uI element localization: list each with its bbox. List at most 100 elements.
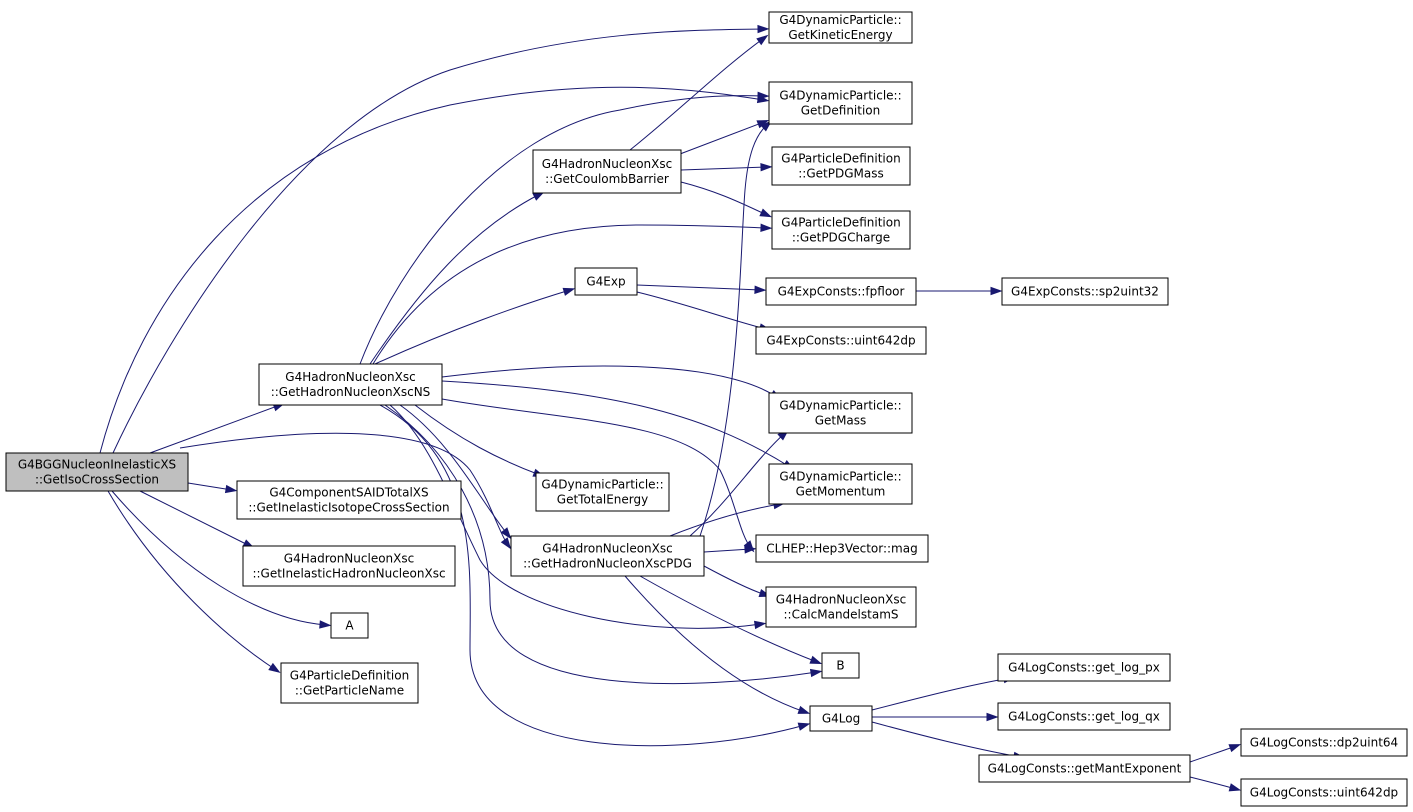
node-label: ::GetParticleName: [295, 684, 404, 698]
node-box: [535, 472, 670, 512]
node-B[interactable]: B: [821, 652, 860, 679]
node-box: [5, 452, 189, 492]
edge-root-to-ns: [149, 403, 286, 454]
arrowhead: [986, 712, 999, 722]
arrowhead: [754, 285, 767, 294]
node-box: [242, 545, 456, 587]
node-label: ::GetHadronNucleonXscNS: [271, 385, 431, 399]
node-label: GetMass: [815, 414, 867, 428]
edge-ns-to-log: [379, 404, 811, 747]
node-box: [768, 81, 913, 125]
node-log[interactable]: G4Log: [809, 705, 873, 732]
arrowhead: [797, 705, 811, 714]
arrowhead: [744, 545, 757, 554]
node-mass[interactable]: G4DynamicParticle::GetMass: [768, 392, 913, 434]
edge-exp-to-u64e: [636, 291, 772, 332]
edge-ns-to-B: [384, 404, 823, 685]
edge-ns-to-mass: [441, 365, 782, 400]
node-box: [771, 210, 911, 250]
node-label: G4ExpConsts::sp2uint32: [1011, 285, 1159, 299]
node-u64l[interactable]: G4LogConsts::uint642dp: [1240, 778, 1408, 807]
node-te[interactable]: G4DynamicParticle::GetTotalEnergy: [535, 472, 670, 512]
node-box: [330, 612, 369, 639]
edge-pdg-to-log: [624, 575, 811, 714]
edge-root-to-A: [111, 490, 332, 629]
node-label: ::GetHadronNucleonXscPDG: [523, 557, 692, 571]
node-logpx[interactable]: G4LogConsts::get_log_px: [997, 653, 1171, 682]
node-dp2[interactable]: G4LogConsts::dp2uint64: [1240, 728, 1408, 757]
arrowhead: [224, 484, 238, 494]
node-pname[interactable]: G4ParticleDefinition::GetParticleName: [280, 662, 419, 704]
node-mand[interactable]: G4HadronNucleonXsc::CalcMandelstamS: [765, 586, 917, 628]
edge-mant-to-u64l: [1189, 776, 1242, 792]
node-label: ::GetPDGMass: [798, 167, 883, 181]
node-box: [574, 267, 638, 296]
node-box: [978, 754, 1191, 783]
node-label: G4HadronNucleonXsc: [542, 157, 672, 171]
node-logqx[interactable]: G4LogConsts::get_log_qx: [997, 702, 1171, 731]
node-mag[interactable]: CLHEP::Hep3Vector::mag: [755, 534, 929, 563]
node-exp[interactable]: G4Exp: [574, 267, 638, 296]
node-box: [1240, 778, 1408, 807]
edge-ns-to-pdg: [399, 404, 512, 540]
edge-log-to-logqx: [872, 712, 999, 722]
node-fpfloor[interactable]: G4ExpConsts::fpfloor: [765, 277, 917, 306]
node-box: [771, 146, 911, 186]
node-label: ::GetIsoCrossSection: [35, 473, 159, 487]
node-box: [765, 277, 917, 306]
node-label: ::GetPDGCharge: [792, 231, 890, 245]
node-label: ::GetInelasticIsotopeCrossSection: [248, 501, 449, 515]
node-coul[interactable]: G4HadronNucleonXsc::GetCoulombBarrier: [532, 149, 682, 194]
arrowhead: [809, 655, 823, 664]
node-pdgmass[interactable]: G4ParticleDefinition::GetPDGMass: [771, 146, 911, 186]
node-u64e[interactable]: G4ExpConsts::uint642dp: [755, 326, 927, 355]
node-ke[interactable]: G4DynamicParticle::GetKineticEnergy: [768, 11, 913, 44]
node-A[interactable]: A: [330, 612, 369, 639]
arrowhead: [268, 662, 281, 674]
node-label: G4DynamicParticle::: [779, 89, 901, 103]
node-label: G4DynamicParticle::: [779, 399, 901, 413]
node-said[interactable]: G4ComponentSAIDTotalXS::GetInelasticIsot…: [236, 480, 462, 520]
node-box: [1240, 728, 1408, 757]
arrowhead: [760, 223, 773, 232]
node-layer: G4BGGNucleonInelasticXS::GetIsoCrossSect…: [5, 11, 1408, 807]
edge-mant-to-dp2: [1189, 744, 1242, 763]
arrowhead: [1228, 783, 1242, 792]
node-box: [768, 11, 913, 44]
arrowhead: [809, 668, 823, 678]
node-label: ::CalcMandelstamS: [783, 608, 898, 622]
arrowhead: [753, 620, 767, 630]
arrowhead: [500, 537, 512, 550]
node-label: G4ComponentSAIDTotalXS: [269, 486, 428, 500]
node-box: [997, 702, 1171, 731]
node-box: [768, 392, 913, 434]
edge-fpfloor-to-sp2: [916, 286, 1003, 296]
edge-ns-to-pdgcharge: [372, 223, 773, 365]
node-inel[interactable]: G4HadronNucleonXsc::GetInelasticHadronNu…: [242, 545, 456, 587]
node-mant[interactable]: G4LogConsts::getMantExponent: [978, 754, 1191, 783]
node-root[interactable]: G4BGGNucleonInelasticXS::GetIsoCrossSect…: [5, 452, 189, 492]
edge-root-to-ke: [112, 24, 770, 454]
edge-coul-to-pdgmass: [680, 163, 773, 172]
node-mom[interactable]: G4DynamicParticle::GetMomentum: [768, 463, 913, 505]
node-label: G4HadronNucleonXsc: [284, 552, 414, 566]
edge-ns-to-exp: [374, 287, 576, 365]
node-pdg[interactable]: G4HadronNucleonXsc::GetHadronNucleonXscP…: [510, 535, 705, 577]
edge-pdg-to-mom: [669, 500, 786, 537]
node-label: B: [836, 659, 844, 673]
node-label: ::GetInelasticHadronNucleonXsc: [252, 567, 445, 581]
node-ns[interactable]: G4HadronNucleonXsc::GetHadronNucleonXscN…: [258, 363, 443, 406]
arrowhead: [797, 722, 811, 731]
node-label: G4ParticleDefinition: [781, 152, 900, 166]
node-label: G4DynamicParticle::: [779, 13, 901, 27]
node-pdgcharge[interactable]: G4ParticleDefinition::GetPDGCharge: [771, 210, 911, 250]
node-box: [821, 652, 860, 679]
node-label: G4LogConsts::get_log_px: [1008, 661, 1160, 675]
node-def[interactable]: G4DynamicParticle::GetDefinition: [768, 81, 913, 125]
node-sp2[interactable]: G4ExpConsts::sp2uint32: [1001, 277, 1169, 306]
edge-pdg-to-mand: [703, 565, 772, 598]
edge-coul-to-def: [679, 120, 770, 155]
arrowhead: [757, 91, 770, 101]
node-label: GetDefinition: [801, 104, 881, 118]
